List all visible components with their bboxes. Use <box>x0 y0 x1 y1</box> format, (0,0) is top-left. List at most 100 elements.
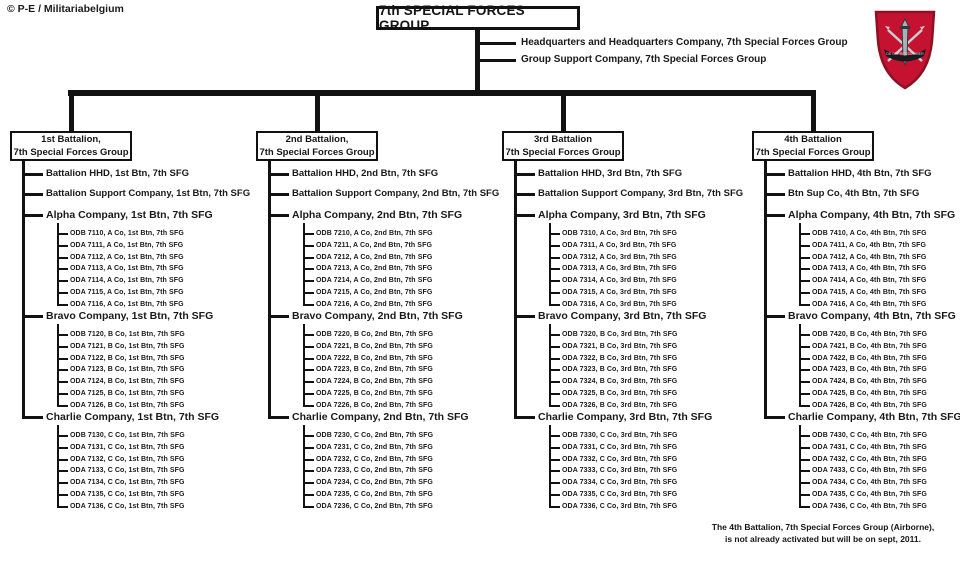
unit-label: Battalion Support Company, 1st Btn, 7th … <box>46 188 251 199</box>
team-label: ODA 7413, A Co, 4th Btn, 7th SFG <box>812 265 927 272</box>
team-label: ODA 7233, C Co, 2nd Btn, 7th SFG <box>316 467 433 474</box>
connector-line <box>550 506 560 508</box>
connector-line <box>550 257 560 259</box>
connector-line <box>550 334 560 336</box>
team-label: ODA 7313, A Co, 3rd Btn, 7th SFG <box>562 265 677 272</box>
connector-line <box>516 214 535 217</box>
connector-line <box>516 193 535 196</box>
team-label: ODA 7131, C Co, 1st Btn, 7th SFG <box>70 444 185 451</box>
connector-line <box>800 482 810 484</box>
team-label: ODA 7213, A Co, 2nd Btn, 7th SFG <box>316 265 433 272</box>
team-label: ODA 7124, B Co, 1st Btn, 7th SFG <box>70 378 185 385</box>
team-label: ODA 7316, A Co, 3rd Btn, 7th SFG <box>562 301 677 308</box>
team-label: ODA 7125, B Co, 1st Btn, 7th SFG <box>70 390 185 397</box>
team-label: ODA 7214, A Co, 2nd Btn, 7th SFG <box>316 277 433 284</box>
company-label: Charlie Company, 1st Btn, 7th SFG <box>46 411 220 423</box>
connector-line <box>550 459 560 461</box>
connector-line <box>270 416 289 419</box>
team-label: ODA 7333, C Co, 3rd Btn, 7th SFG <box>562 467 678 474</box>
connector-line <box>304 268 314 270</box>
connector-line <box>550 346 560 348</box>
connector-line <box>304 257 314 259</box>
team-label: ODA 7435, C Co, 4th Btn, 7th SFG <box>812 491 927 498</box>
connector-line <box>549 425 551 508</box>
connector-line <box>800 358 810 360</box>
team-label: ODA 7332, C Co, 3rd Btn, 7th SFG <box>562 456 678 463</box>
team-label: ODA 7426, B Co, 4th Btn, 7th SFG <box>812 402 927 409</box>
connector-line <box>516 173 535 176</box>
connector-line <box>550 393 560 395</box>
team-label: ODA 7324, B Co, 3rd Btn, 7th SFG <box>562 378 678 385</box>
company-label: Charlie Company, 4th Btn, 7th SFG <box>788 411 960 423</box>
team-label: ODB 7420, B Co, 4th Btn, 7th SFG <box>812 331 928 338</box>
team-label: ODB 7330, C Co, 3rd Btn, 7th SFG <box>562 432 678 439</box>
team-label: ODA 7211, A Co, 2nd Btn, 7th SFG <box>316 242 432 249</box>
connector-line <box>550 381 560 383</box>
connector-line <box>268 161 271 419</box>
team-label: ODA 7116, A Co, 1st Btn, 7th SFG <box>70 301 184 308</box>
connector-line <box>304 358 314 360</box>
connector-line <box>800 304 810 306</box>
connector-line <box>58 482 68 484</box>
team-label: ODA 7311, A Co, 3rd Btn, 7th SFG <box>562 242 677 249</box>
connector-line <box>800 369 810 371</box>
connector-line <box>24 173 43 176</box>
team-label: ODB 7130, C Co, 1st Btn, 7th SFG <box>70 432 185 439</box>
connector-line <box>800 459 810 461</box>
team-label: ODA 7221, B Co, 2nd Btn, 7th SFG <box>316 343 433 350</box>
team-label: ODA 7321, B Co, 3rd Btn, 7th SFG <box>562 343 678 350</box>
team-label: ODA 7212, A Co, 2nd Btn, 7th SFG <box>316 254 433 261</box>
connector-line <box>24 214 43 217</box>
connector-line <box>270 315 289 318</box>
team-label: ODA 7424, B Co, 4th Btn, 7th SFG <box>812 378 927 385</box>
team-label: ODA 7335, C Co, 3rd Btn, 7th SFG <box>562 491 678 498</box>
connector-line <box>799 425 801 508</box>
battalion-title-line1: 1st Battalion, <box>41 134 101 145</box>
group-unit-gsc-label: Group Support Company, 7th Special Force… <box>521 54 767 65</box>
connector-line <box>58 381 68 383</box>
team-label: ODA 7215, A Co, 2nd Btn, 7th SFG <box>316 289 433 296</box>
team-label: ODA 7225, B Co, 2nd Btn, 7th SFG <box>316 390 433 397</box>
connector-line <box>550 369 560 371</box>
battalion-title-line1: 2nd Battalion, <box>285 134 349 145</box>
team-label: ODA 7123, B Co, 1st Btn, 7th SFG <box>70 366 185 373</box>
unit-label: Battalion HHD, 3rd Btn, 7th SFG <box>538 168 683 179</box>
connector-line <box>304 304 314 306</box>
connector-line <box>800 245 810 247</box>
team-label: ODA 7216, A Co, 2nd Btn, 7th SFG <box>316 301 433 308</box>
connector-line <box>800 393 810 395</box>
connector-line <box>69 94 74 131</box>
team-label: ODA 7134, C Co, 1st Btn, 7th SFG <box>70 479 185 486</box>
connector-line <box>800 257 810 259</box>
connector-line <box>303 425 305 508</box>
team-label: ODA 7434, C Co, 4th Btn, 7th SFG <box>812 479 927 486</box>
connector-line <box>270 193 289 196</box>
connector-line <box>800 346 810 348</box>
team-label: ODB 7210, A Co, 2nd Btn, 7th SFG <box>316 230 433 237</box>
connector-line <box>304 482 314 484</box>
connector-line <box>304 346 314 348</box>
connector-line <box>800 292 810 294</box>
connector-line <box>800 405 810 407</box>
footnote-line2: is not already activated but will be on … <box>724 533 922 544</box>
team-label: ODA 7224, B Co, 2nd Btn, 7th SFG <box>316 378 433 385</box>
connector-line <box>550 482 560 484</box>
company-label: Bravo Company, 4th Btn, 7th SFG <box>788 310 956 322</box>
connector-line <box>304 494 314 496</box>
connector-line <box>550 292 560 294</box>
connector-line <box>304 245 314 247</box>
connector-line <box>304 381 314 383</box>
copyright-text: © P-E / Militariabelgium <box>7 3 124 15</box>
team-label: ODA 7414, A Co, 4th Btn, 7th SFG <box>812 277 927 284</box>
company-label: Alpha Company, 1st Btn, 7th SFG <box>46 209 213 221</box>
team-label: ODA 7113, A Co, 1st Btn, 7th SFG <box>70 265 184 272</box>
connector-line <box>304 292 314 294</box>
connector-line <box>58 405 68 407</box>
root-unit-box: 7th SPECIAL FORCES GROUP <box>376 3 580 33</box>
team-label: ODA 7232, C Co, 2nd Btn, 7th SFG <box>316 456 433 463</box>
connector-line <box>800 280 810 282</box>
connector-line <box>58 268 68 270</box>
team-label: ODA 7135, C Co, 1st Btn, 7th SFG <box>70 491 185 498</box>
